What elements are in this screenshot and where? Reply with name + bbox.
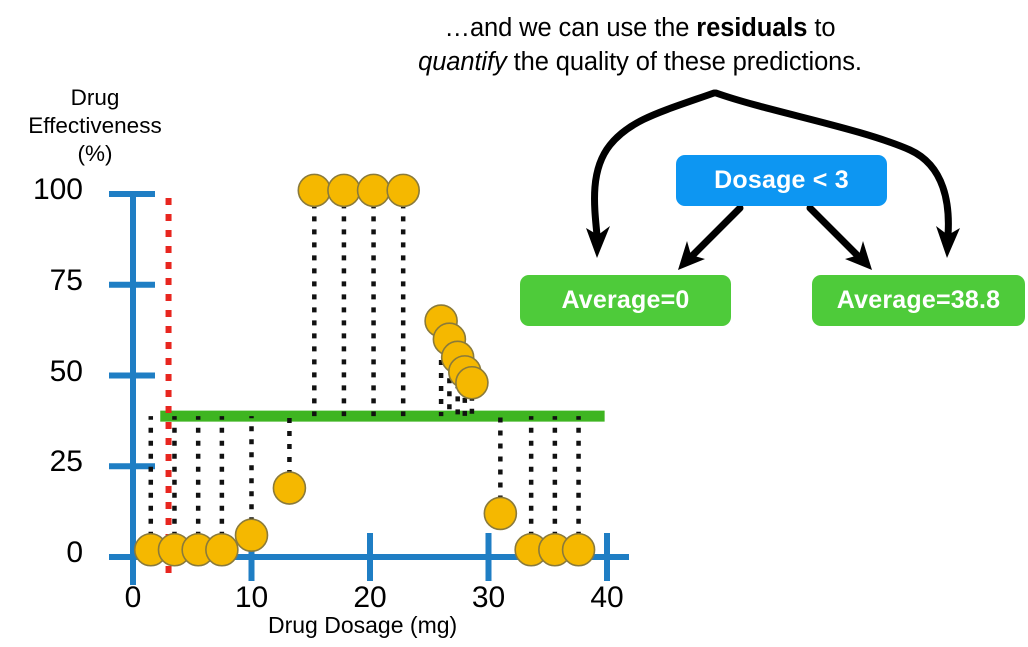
y-axis-title-line-1: Drug: [70, 85, 120, 110]
tree-curved-arrows: [586, 89, 960, 258]
tree-node-leaf-left-label: Average=0: [561, 286, 690, 314]
tree-node-root-label: Dosage < 3: [714, 166, 849, 194]
data-point: [386, 173, 420, 208]
data-point: [297, 173, 332, 208]
caption-line2-post: the quality of these predictions.: [506, 47, 862, 76]
caption-quantify-italic: quantify: [418, 47, 507, 76]
data-point: [205, 532, 239, 567]
x-tick-label-0: 0: [124, 581, 142, 614]
scatter-plot: [109, 173, 629, 585]
arrow-root-to-left-leaf-head: [678, 241, 705, 270]
data-point: [327, 173, 361, 208]
tree-straight-arrows: [678, 204, 872, 270]
y-tick-label-50: 50: [49, 354, 83, 388]
arrow-root-to-left-leaf: [686, 204, 744, 262]
data-point: [272, 471, 307, 505]
y-axis-title-line-3: (%): [77, 140, 113, 166]
caption-line-1: …and we can use the residuals to: [445, 14, 836, 42]
curved-arrow-left: [591, 89, 718, 239]
y-tick-label-25: 25: [49, 445, 83, 479]
y-tick-label-0: 0: [66, 536, 83, 569]
caption-line1-pre: …and we can use the: [444, 14, 697, 42]
tree-node-leaf-right[interactable]: Average=38.8: [812, 275, 1025, 326]
tree-node-leaf-left[interactable]: Average=0: [520, 275, 731, 326]
x-tick-label-20: 20: [353, 581, 387, 614]
x-axis-title: Drug Dosage (mg): [268, 612, 458, 638]
caption-line-2: quantify the quality of these prediction…: [418, 48, 862, 76]
curved-arrow-right: [712, 89, 952, 239]
curved-arrow-right-head: [936, 226, 960, 258]
y-axis-title-line-2: Effectiveness: [28, 112, 162, 138]
y-axis-title: Drug Effectiveness (%): [20, 84, 170, 168]
curved-arrow-left-head: [586, 226, 610, 258]
data-point: [356, 173, 391, 208]
data-point: [234, 518, 269, 553]
x-tick-label-10: 10: [234, 581, 269, 614]
tree-node-root[interactable]: Dosage < 3: [676, 155, 887, 206]
y-tick-label-100: 100: [32, 173, 83, 206]
arrow-root-to-right-leaf-head: [845, 241, 872, 270]
x-tick-label-40: 40: [590, 581, 624, 614]
caption-text: …and we can use the residuals to quantif…: [330, 12, 950, 79]
data-point: [561, 532, 596, 567]
arrow-root-to-right-leaf: [806, 204, 864, 262]
caption-residuals-bold: residuals: [696, 14, 808, 42]
data-point: [455, 365, 489, 400]
caption-line1-post: to: [807, 14, 836, 42]
y-tick-label-75: 75: [49, 263, 83, 297]
tree-node-leaf-right-label: Average=38.8: [836, 286, 1001, 314]
data-point: [483, 496, 518, 531]
x-tick-label-30: 30: [471, 581, 506, 614]
